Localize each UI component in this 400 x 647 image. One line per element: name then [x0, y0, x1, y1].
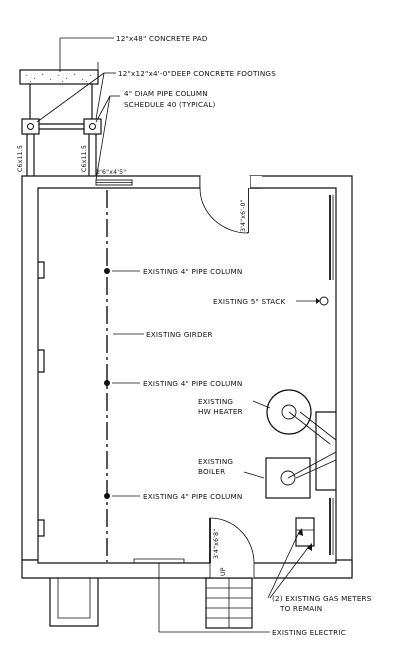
beam-right-dim: C6x11.5 [81, 145, 88, 172]
boiler-label-1: EXISTING [198, 457, 233, 466]
concrete-pad-label: 12"x48" CONCRETE PAD [116, 34, 208, 43]
gas-meters [267, 517, 315, 599]
gas-meters-label-1: (2) EXISTING GAS METERS [272, 594, 372, 603]
column-2 [104, 380, 140, 386]
footing-left [21, 118, 40, 135]
electric-label: EXISTING ELECTRIC [272, 628, 346, 637]
column-2-label: EXISTING 4" PIPE COLUMN [143, 379, 242, 388]
opening-dim: 2'6"x4'5" [96, 169, 126, 176]
hw-heater-label-2: HW HEATER [198, 407, 243, 416]
column-3-label: EXISTING 4" PIPE COLUMN [143, 492, 242, 501]
up-label: UP [220, 567, 227, 576]
column-1 [104, 268, 140, 274]
wall-jogs [38, 261, 45, 537]
areaway [49, 578, 99, 627]
footing-right [83, 118, 102, 135]
gas-meters-label-2: TO REMAIN [279, 604, 322, 613]
door-top-dim: 3'4"x6'-0" [240, 199, 247, 232]
exterior-walls [21, 175, 353, 579]
stairs [205, 577, 253, 629]
hw-heater [252, 389, 337, 445]
hw-heater-label-1: EXISTING [198, 397, 233, 406]
footings-label: 12"x12"x4'-0"DEEP CONCRETE FOOTINGS [118, 69, 276, 78]
window-opening [95, 179, 133, 186]
pipe-column-label-2: SCHEDULE 40 (TYPICAL) [124, 100, 216, 109]
boiler [243, 451, 337, 499]
door-bottom-dim: 3'4"x6'8" [213, 529, 220, 559]
leaders [36, 37, 120, 181]
column-3 [104, 493, 140, 499]
stack-label: EXISTING 5" STACK [213, 297, 285, 306]
door-top [199, 176, 250, 234]
electric-service [133, 558, 270, 633]
pipe-column-label-1: 4" DIAM PIPE COLUMN [124, 89, 208, 98]
beam-left-dim: C6x11.5 [17, 145, 24, 172]
boiler-label-2: BOILER [198, 467, 225, 476]
column-1-label: EXISTING 4" PIPE COLUMN [143, 267, 242, 276]
steel-beams [26, 84, 97, 176]
door-bottom [209, 517, 255, 578]
concrete-pad [19, 62, 99, 85]
girder-label: EXISTING GIRDER [146, 330, 213, 339]
right-wall-recess [315, 195, 336, 555]
stack [296, 296, 329, 306]
